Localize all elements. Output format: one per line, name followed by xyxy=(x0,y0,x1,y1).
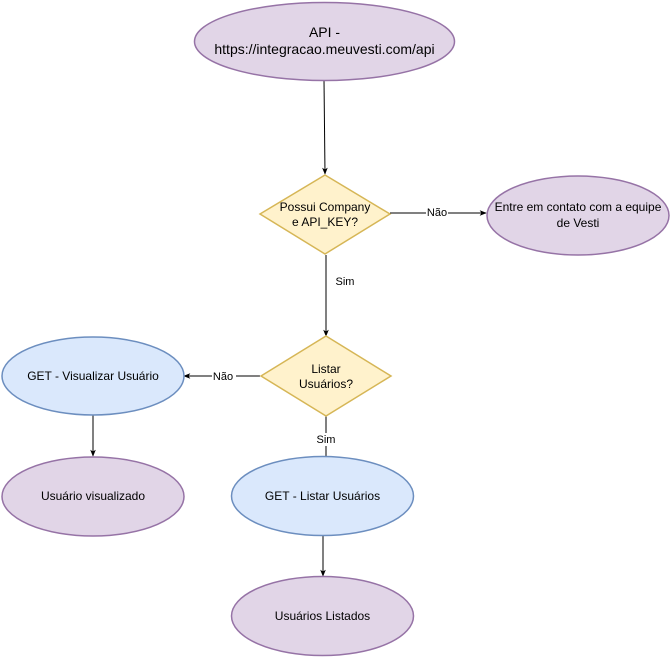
node-contact: Entre em contato com a equipe de Vesti xyxy=(486,175,670,256)
node-list-line1: Listar xyxy=(311,362,340,376)
edge-label-list-yes: Sim xyxy=(317,434,336,446)
node-company-line1: Possui Company xyxy=(280,200,371,214)
node-list-line2: Usuários? xyxy=(299,377,353,391)
node-company-decision: Possui Company e API_KEY? xyxy=(258,174,392,255)
edge-company-no: Não xyxy=(390,206,487,219)
node-user-viewed: Usuário visualizado xyxy=(1,456,185,537)
node-api-line1: API - xyxy=(309,24,340,40)
edge-api-to-company xyxy=(322,79,328,175)
node-users-listed-label: Usuários Listados xyxy=(275,609,370,623)
edge-list-no: Não xyxy=(183,369,260,383)
node-company-line2: e API_KEY? xyxy=(292,215,358,229)
edge-label-company-yes: Sim xyxy=(336,276,355,288)
edge-label-company-no: Não xyxy=(427,207,447,219)
node-contact-line2: de Vesti xyxy=(557,216,600,230)
edge-company-yes: Sim xyxy=(323,255,357,337)
node-api-line2: https://integracao.meuvesti.com/api xyxy=(214,41,434,57)
node-get-view: GET - Visualizar Usuário xyxy=(1,336,185,416)
node-get-list: GET - Listar Usuários xyxy=(230,455,415,537)
node-user-viewed-label: Usuário visualizado xyxy=(41,489,145,503)
edge-label-list-no: Não xyxy=(213,371,233,383)
node-get-list-label: GET - Listar Usuários xyxy=(265,489,380,503)
node-api: API - https://integracao.meuvesti.com/ap… xyxy=(193,1,456,82)
edge-list-yes: Sim xyxy=(314,416,338,466)
node-users-listed: Usuários Listados xyxy=(230,575,415,657)
node-list-decision: Listar Usuários? xyxy=(259,335,393,417)
node-contact-line1: Entre em contato com a equipe xyxy=(495,200,662,214)
node-get-view-label: GET - Visualizar Usuário xyxy=(27,369,159,383)
